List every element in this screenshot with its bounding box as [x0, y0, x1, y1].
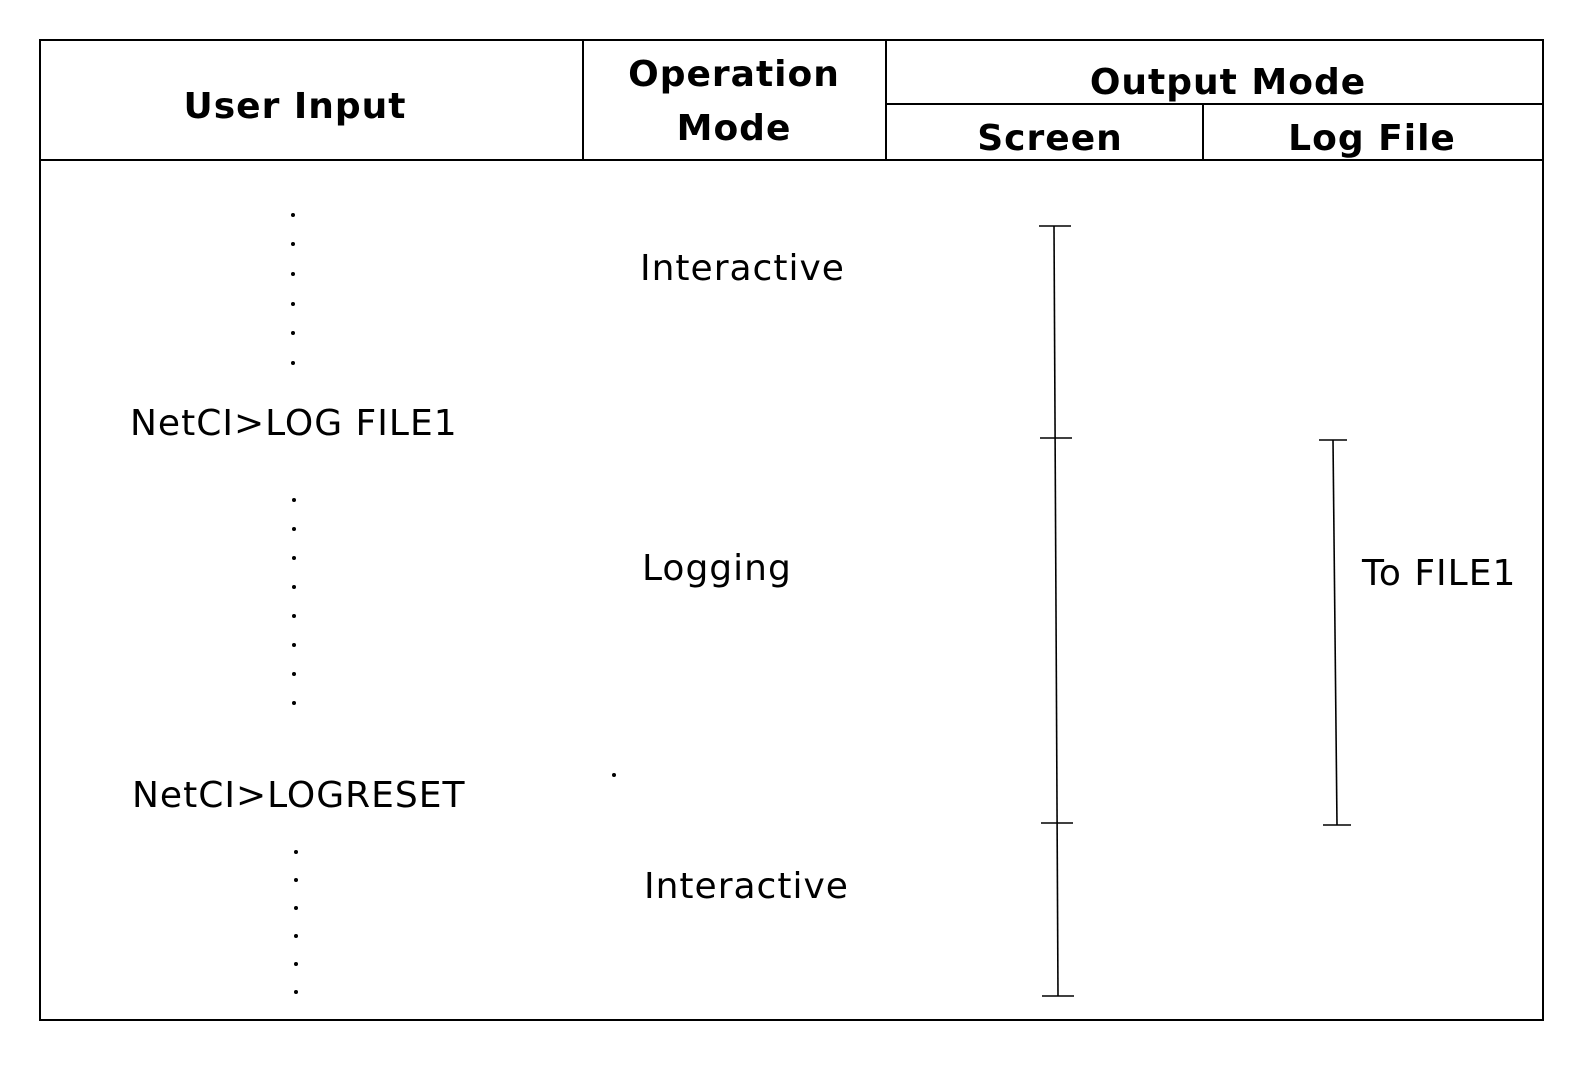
- command-logreset: NetCI>LOGRESET: [132, 775, 465, 816]
- screen-output-span: [1039, 225, 1074, 997]
- log-file-output-span: [1319, 439, 1351, 826]
- stray-dot: [612, 773, 616, 777]
- header-operation-mode-line2: Mode: [677, 108, 792, 149]
- mode-interactive-second: Interactive: [644, 866, 849, 907]
- header-output-mode: Output Mode: [1090, 62, 1366, 103]
- ellipsis-middle: [292, 498, 296, 705]
- mode-logging: Logging: [642, 548, 792, 589]
- ellipsis-top: [291, 213, 295, 365]
- mode-interactive-first: Interactive: [640, 248, 845, 289]
- header-screen: Screen: [977, 118, 1122, 159]
- table-frame: [39, 39, 1544, 1021]
- header-operation-mode-line1: Operation: [628, 54, 840, 95]
- log-target-file1: To FILE1: [1361, 553, 1516, 594]
- header-user-input: User Input: [184, 86, 407, 127]
- header-log-file: Log File: [1288, 118, 1456, 159]
- command-log-file1: NetCI>LOG FILE1: [130, 403, 458, 444]
- ellipsis-bottom: [294, 850, 298, 994]
